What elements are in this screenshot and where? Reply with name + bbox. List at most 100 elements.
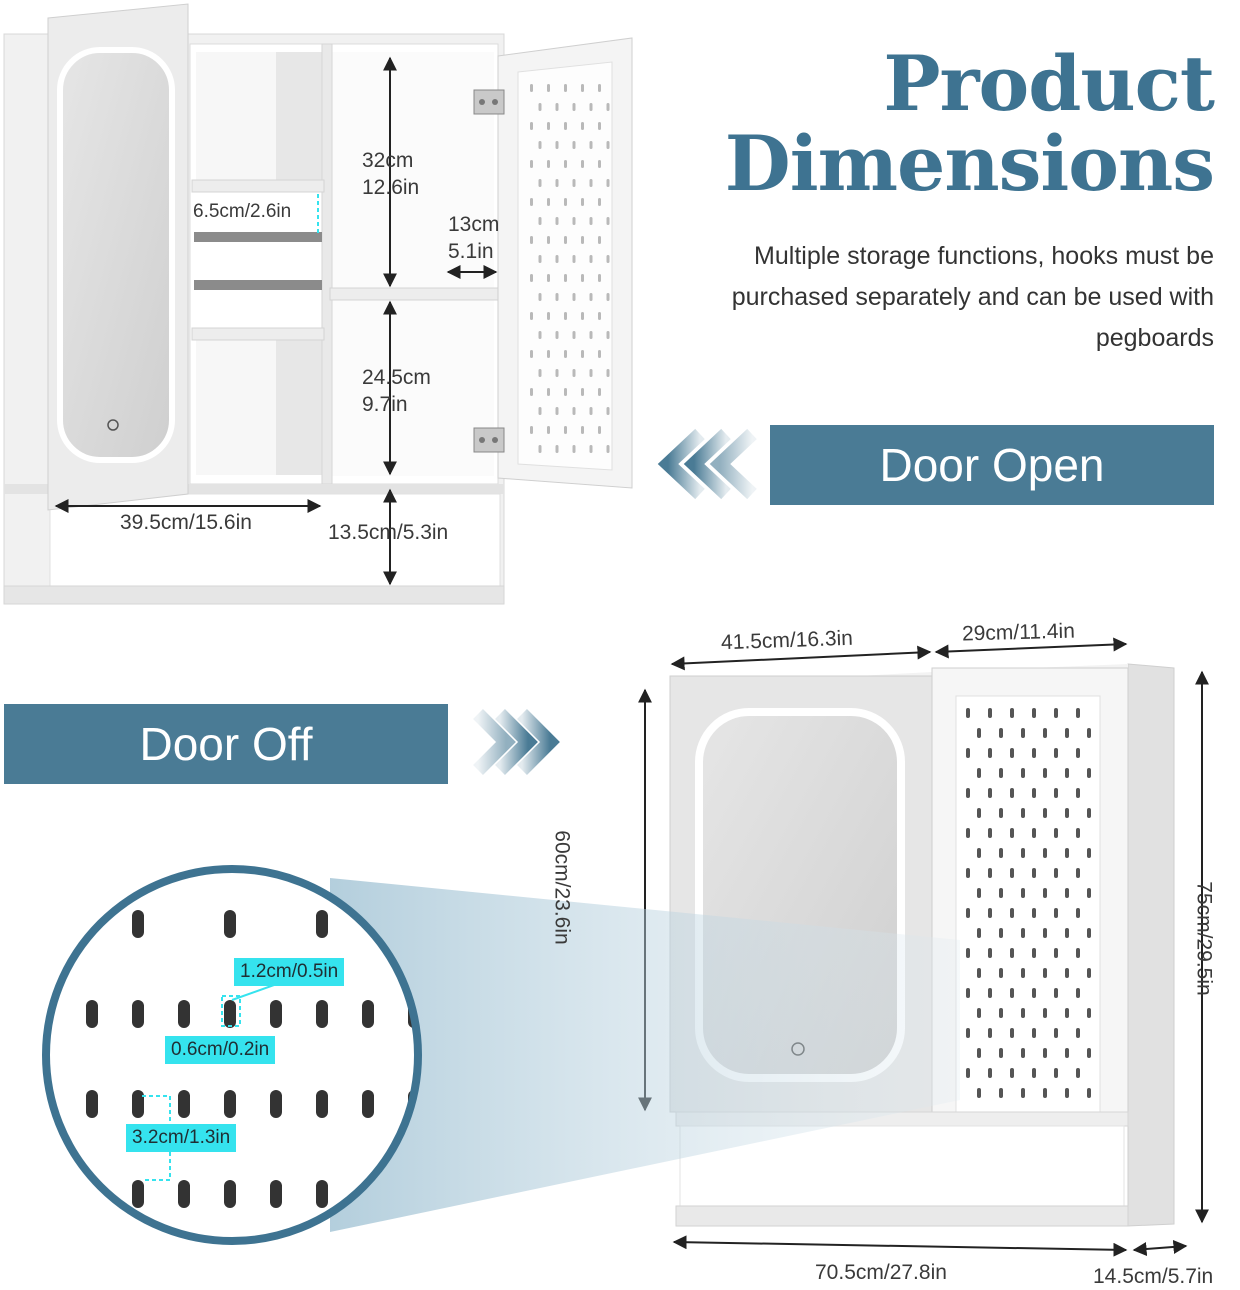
pegboard-hole <box>999 928 1003 938</box>
pegboard-hole <box>1087 1088 1091 1098</box>
pegboard-hole <box>598 236 601 244</box>
pegboard-hole <box>564 198 567 206</box>
pegboard-hole <box>316 1270 328 1290</box>
pegboard-hole <box>1076 828 1080 838</box>
pegboard-hole <box>270 1270 282 1290</box>
pegboard-hole <box>132 910 144 938</box>
pegboard-hole <box>598 198 601 206</box>
pegboard-hole <box>564 274 567 282</box>
pegboard-hole <box>547 274 550 282</box>
pegboard-hole <box>572 331 576 339</box>
pegboard-hole <box>1021 848 1025 858</box>
pegboard-hole <box>589 369 593 377</box>
pegboard-hole <box>966 1068 970 1078</box>
closed-cabinet <box>638 637 1209 1257</box>
pegboard-hole <box>1065 728 1069 738</box>
pegboard-hole <box>581 198 584 206</box>
pegboard-hole <box>589 103 593 111</box>
pegboard-hole <box>572 369 576 377</box>
pegboard-hole <box>1087 808 1091 818</box>
pegboard-hole <box>598 312 601 320</box>
pegboard-hole <box>1010 788 1014 798</box>
pegboard-hole <box>530 312 533 320</box>
pegboard-hole <box>1054 708 1058 718</box>
pegboard-hole <box>362 1270 374 1290</box>
pegboard-hole <box>547 236 550 244</box>
pegboard-hole <box>598 274 601 282</box>
pegboard-hole <box>606 179 610 187</box>
pegboard-hole <box>606 255 610 263</box>
pegboard-hole <box>988 1068 992 1078</box>
pegboard-hole <box>1010 708 1014 718</box>
pegboard-hole <box>1043 808 1047 818</box>
pegboard-hole <box>40 1270 52 1290</box>
pegboard-hole <box>555 141 559 149</box>
pegboard-hole <box>606 369 610 377</box>
pegboard-hole <box>538 369 542 377</box>
pegboard-hole <box>224 1270 236 1290</box>
hole-spacing-tag: 3.2cm/1.3in <box>126 1124 237 1152</box>
pegboard-hole <box>1043 928 1047 938</box>
door-height-label: 60cm/23.6in <box>550 830 574 945</box>
pegboard-hole <box>132 1000 144 1028</box>
pegboard-hole <box>572 141 576 149</box>
pegboard-hole <box>589 407 593 415</box>
bottom-height-label: 13.5cm/5.3in <box>328 521 449 544</box>
pegboard-hole <box>572 293 576 301</box>
pegboard-hole <box>1021 768 1025 778</box>
pegboard-hole <box>1087 888 1091 898</box>
pegboard-hole <box>86 1090 98 1118</box>
pegboard-hole <box>1032 708 1036 718</box>
pegboard-hole <box>977 728 981 738</box>
pegboard-hole <box>1021 888 1025 898</box>
pegboard-hole <box>1087 968 1091 978</box>
pegboard-hole <box>977 848 981 858</box>
pegboard-hole <box>988 1028 992 1038</box>
open-cabinet <box>3 3 633 605</box>
pegboard-hole <box>1065 1008 1069 1018</box>
pegboard-hole <box>1076 788 1080 798</box>
pegboard-hole <box>530 236 533 244</box>
pegboard-hole <box>589 293 593 301</box>
pegboard-hole <box>547 388 550 396</box>
pegboard-hole <box>581 274 584 282</box>
pegboard-hole <box>999 808 1003 818</box>
pegboard-hole <box>530 84 533 92</box>
pegboard-hole <box>132 1090 144 1118</box>
pegboard-hole <box>581 312 584 320</box>
hole-length-tag: 1.2cm/0.5in <box>234 958 345 986</box>
pegboard-hole <box>564 84 567 92</box>
pegboard-hole <box>1032 828 1036 838</box>
pegboard-hole <box>1021 1008 1025 1018</box>
pegboard-hole <box>606 445 610 453</box>
pegboard-hole <box>606 293 610 301</box>
pegboard-hole <box>530 198 533 206</box>
pegboard-hole <box>589 141 593 149</box>
open-door-pegboard-holes <box>530 84 610 453</box>
pegboard-hole <box>538 179 542 187</box>
pegboard-hole <box>988 788 992 798</box>
pegboard-hole <box>966 788 970 798</box>
heading-line-1: Product <box>883 39 1215 128</box>
pegboard-hole <box>316 910 328 938</box>
pegboard-hole <box>547 426 550 434</box>
pegboard-hole <box>1043 728 1047 738</box>
pegboard-hole <box>988 988 992 998</box>
pegboard-hole <box>555 407 559 415</box>
mirror-door-width-label: 41.5cm/16.3in <box>720 626 854 655</box>
pegboard-hole <box>547 350 550 358</box>
pegboard-hole <box>1021 1048 1025 1058</box>
pegboard-hole <box>999 968 1003 978</box>
pegboard-hole <box>316 1000 328 1028</box>
pegboard-hole <box>966 908 970 918</box>
pegboard-hole <box>1010 828 1014 838</box>
pegboard-hole <box>224 1180 236 1208</box>
pegboard-hole <box>1010 988 1014 998</box>
pegboard-hole <box>555 103 559 111</box>
pegboard-hole <box>1010 868 1014 878</box>
pegboard-hole <box>988 708 992 718</box>
pegboard-hole <box>178 1090 190 1118</box>
pegboard-hole <box>46 910 52 938</box>
pegboard-hole <box>1076 988 1080 998</box>
pegboard-hole <box>408 1270 420 1290</box>
